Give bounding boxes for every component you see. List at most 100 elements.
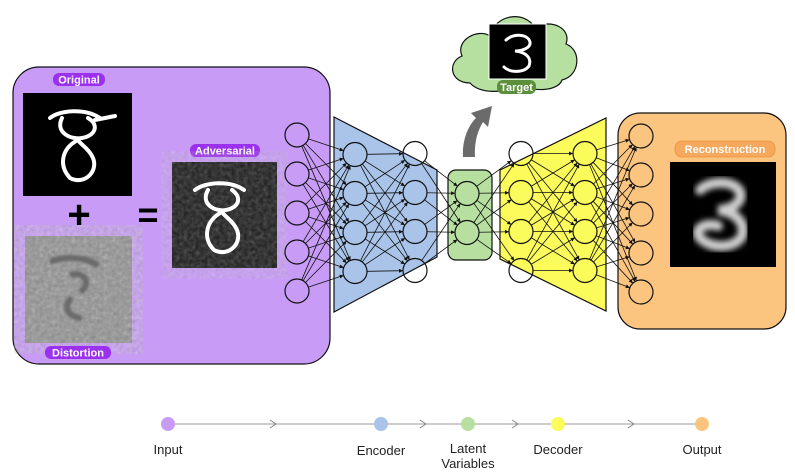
- connection-edge: [531, 237, 575, 265]
- adversarial-label-pill: [190, 144, 260, 157]
- decoder-neuron: [572, 257, 598, 284]
- encoder-neuron: [342, 258, 368, 285]
- output-neuron: [628, 279, 654, 305]
- encoder-neuron: [342, 219, 368, 246]
- legend-input-label: Input: [154, 442, 183, 457]
- connection-edge: [302, 203, 350, 281]
- decoder-neuron: [572, 218, 598, 245]
- connection-edge: [473, 163, 515, 223]
- legend-latent-label-line2: Variables: [441, 456, 495, 471]
- encoder-neuron: [342, 180, 368, 207]
- connection-edge: [590, 185, 636, 261]
- latent-block: [447, 169, 493, 261]
- connection-edge: [593, 144, 633, 185]
- network-neurons: [284, 122, 654, 305]
- decoder-neuron: [508, 179, 534, 206]
- connection-edge: [308, 274, 344, 288]
- legend-latent-label-line1: Latent: [450, 441, 487, 456]
- legend: Input Encoder Latent Variables Decoder O…: [154, 417, 722, 471]
- original-label-pill: [53, 73, 105, 86]
- connection-edge: [590, 146, 636, 222]
- decoder-neuron: [508, 257, 534, 284]
- connection-edge: [596, 138, 630, 151]
- encoder-neuron: [402, 179, 428, 206]
- equals-operator: =: [137, 194, 158, 235]
- connection-edge: [424, 160, 458, 187]
- latent-to-target-arrow: [462, 106, 492, 157]
- connection-edge: [589, 146, 637, 260]
- output-neuron: [628, 240, 654, 266]
- distortion-label-pill: [45, 346, 111, 359]
- decoder-neuron: [572, 140, 598, 167]
- encoder-neuron: [402, 140, 428, 167]
- distortion-image: [25, 236, 132, 343]
- input-neuron: [284, 278, 310, 304]
- decoder-neuron: [572, 179, 598, 206]
- decoder-neuron: [508, 140, 534, 167]
- connection-edge: [531, 159, 575, 187]
- output-neuron: [628, 123, 654, 149]
- connection-edge: [361, 162, 409, 224]
- connection-edge: [301, 165, 351, 281]
- output-neuron: [628, 162, 654, 188]
- reconstruction-label-pill: [674, 140, 776, 158]
- encoder-neuron: [402, 218, 428, 245]
- connection-edge: [596, 274, 630, 289]
- connection-edge: [476, 239, 512, 264]
- connection-edge: [478, 229, 510, 234]
- connection-edge: [593, 222, 633, 263]
- legend-input-dot: [161, 417, 175, 431]
- legend-latent-dot: [461, 417, 475, 431]
- input-neuron: [284, 161, 310, 187]
- input-neuron: [284, 200, 310, 226]
- connection-edge: [476, 160, 512, 187]
- reconstruction-label: Reconstruction: [685, 144, 766, 156]
- encoder-neuron: [342, 141, 368, 168]
- connection-edge: [366, 268, 404, 273]
- target-label-pill: [497, 80, 536, 94]
- connection-edge: [366, 151, 404, 156]
- connection-edge: [360, 164, 410, 261]
- connection-edge: [476, 199, 512, 226]
- target-cloud: [452, 16, 578, 92]
- connection-edge: [364, 237, 406, 266]
- legend-encoder-label: Encoder: [357, 443, 406, 458]
- connection-edge: [308, 138, 344, 152]
- decoder-block: [499, 117, 607, 312]
- latent-neuron: [454, 180, 480, 207]
- input-neuron: [284, 122, 310, 148]
- distortion-label: Distortion: [52, 348, 104, 360]
- connection-edge: [424, 239, 458, 264]
- original-digit-image: [23, 93, 132, 196]
- adversarial-label: Adversarial: [195, 146, 255, 158]
- connection-edge: [302, 164, 350, 242]
- legend-encoder-dot: [374, 417, 388, 431]
- network-connections: [301, 138, 637, 289]
- legend-output-dot: [695, 417, 709, 431]
- legend-decoder-dot: [551, 417, 565, 431]
- input-neuron: [284, 239, 310, 265]
- target-label: Target: [500, 82, 533, 94]
- decoder-neuron: [508, 218, 534, 245]
- reconstruction-digit-image: [670, 162, 776, 267]
- legend-decoder-label: Decoder: [533, 442, 583, 457]
- adversarial-digit-image: [172, 162, 277, 268]
- original-label: Original: [58, 75, 100, 87]
- encoder-neuron: [402, 257, 428, 284]
- latent-neuron: [454, 219, 480, 246]
- connection-edge: [308, 157, 344, 171]
- connection-edge: [305, 240, 347, 283]
- connection-edge: [424, 200, 458, 225]
- connection-edge: [361, 201, 409, 263]
- connection-edge: [528, 201, 578, 262]
- connection-edge: [426, 191, 456, 196]
- plus-operator: +: [67, 193, 90, 237]
- legend-output-label: Output: [682, 442, 721, 457]
- connection-edge: [305, 162, 347, 205]
- connection-edge: [596, 255, 630, 268]
- connection-edge: [364, 159, 406, 188]
- output-neuron: [628, 201, 654, 227]
- connection-edge: [421, 203, 461, 261]
- connection-edge: [526, 163, 580, 261]
